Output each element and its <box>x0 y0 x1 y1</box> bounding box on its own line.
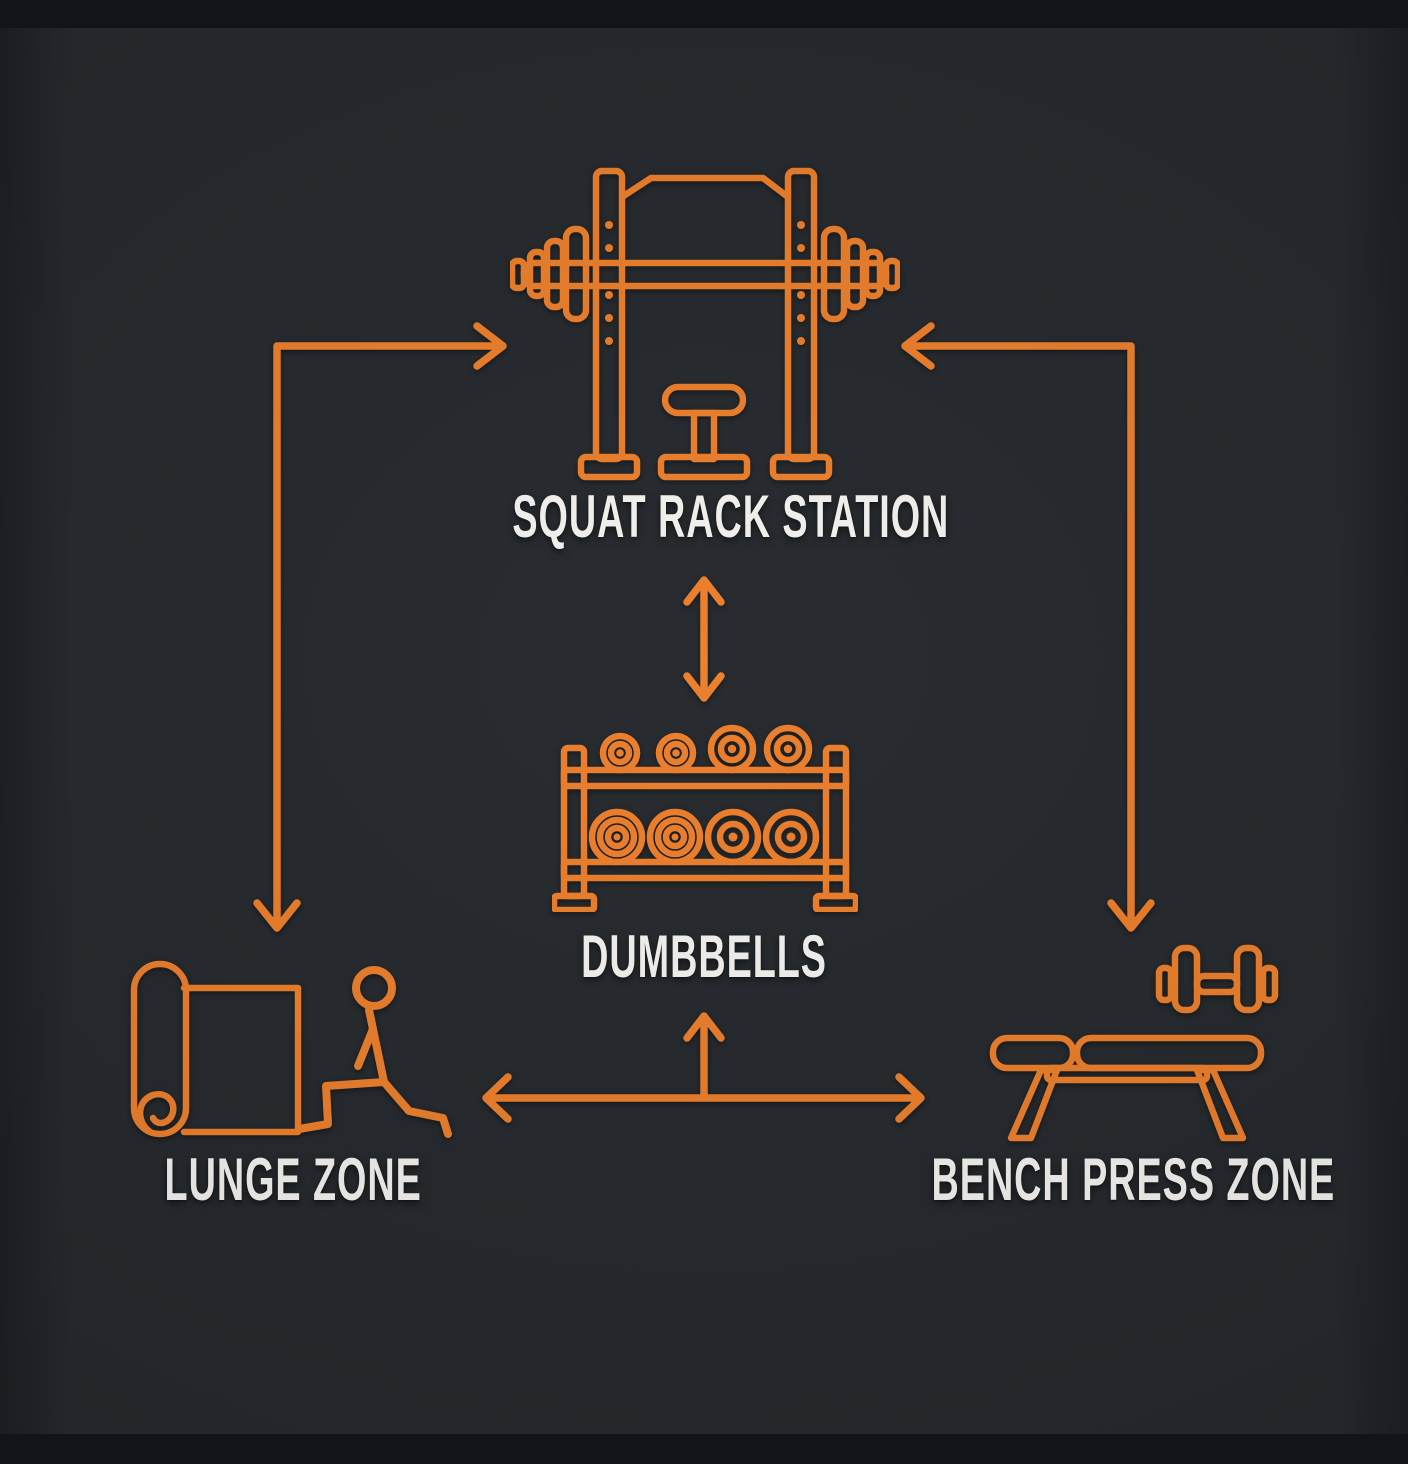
arrowhead-down <box>683 672 725 702</box>
flat-bench <box>989 1034 1265 1142</box>
node-label-text: LUNGE ZONE <box>164 1146 422 1213</box>
arrowhead-right <box>895 1073 925 1123</box>
top-letterbox-bar <box>0 0 1408 28</box>
arrow-branch-to-dumbbells <box>683 1012 725 1102</box>
stool <box>657 383 751 481</box>
arrowhead-up <box>683 1012 725 1042</box>
dumbbell-rack-icon <box>552 724 858 912</box>
node-label-text: DUMBBELLS <box>581 923 827 990</box>
arrowhead-left <box>482 1073 512 1123</box>
arrow-bench-to-squat <box>901 322 1155 932</box>
squat-rack-icon <box>510 167 900 481</box>
barbell <box>510 225 900 323</box>
arrowhead-right <box>473 322 507 370</box>
dumbbell <box>1155 944 1279 1014</box>
yoga-mat-lunge-icon <box>130 960 452 1138</box>
bottom-letterbox-bar <box>0 1434 1408 1464</box>
node-label-text: SQUAT RACK STATION <box>512 483 950 550</box>
lunging-person <box>295 966 452 1138</box>
arrowhead-down <box>253 899 301 932</box>
dumbbell-weights-top-row <box>599 724 813 774</box>
arrow-squat-dumbbells <box>683 576 725 702</box>
rack-frame <box>577 167 833 481</box>
arrow-lunge-to-squat <box>253 322 507 932</box>
dumbbell-weights-bottom-row <box>588 808 820 866</box>
node-label-lunge-zone: LUNGE ZONE <box>0 1150 613 1210</box>
yoga-mat <box>130 960 302 1138</box>
arrowhead-down <box>1107 899 1155 932</box>
bench-dumbbell-icon <box>989 944 1279 1142</box>
node-label-squat-rack-station: SQUAT RACK STATION <box>384 487 1024 547</box>
node-label-dumbbells: DUMBBELLS <box>384 927 1024 987</box>
node-label-bench-press-zone: BENCH PRESS ZONE <box>813 1150 1408 1210</box>
rack-frame <box>552 744 858 912</box>
arrowhead-up <box>683 576 725 606</box>
node-label-text: BENCH PRESS ZONE <box>931 1146 1336 1213</box>
arrowhead-left <box>901 322 935 370</box>
